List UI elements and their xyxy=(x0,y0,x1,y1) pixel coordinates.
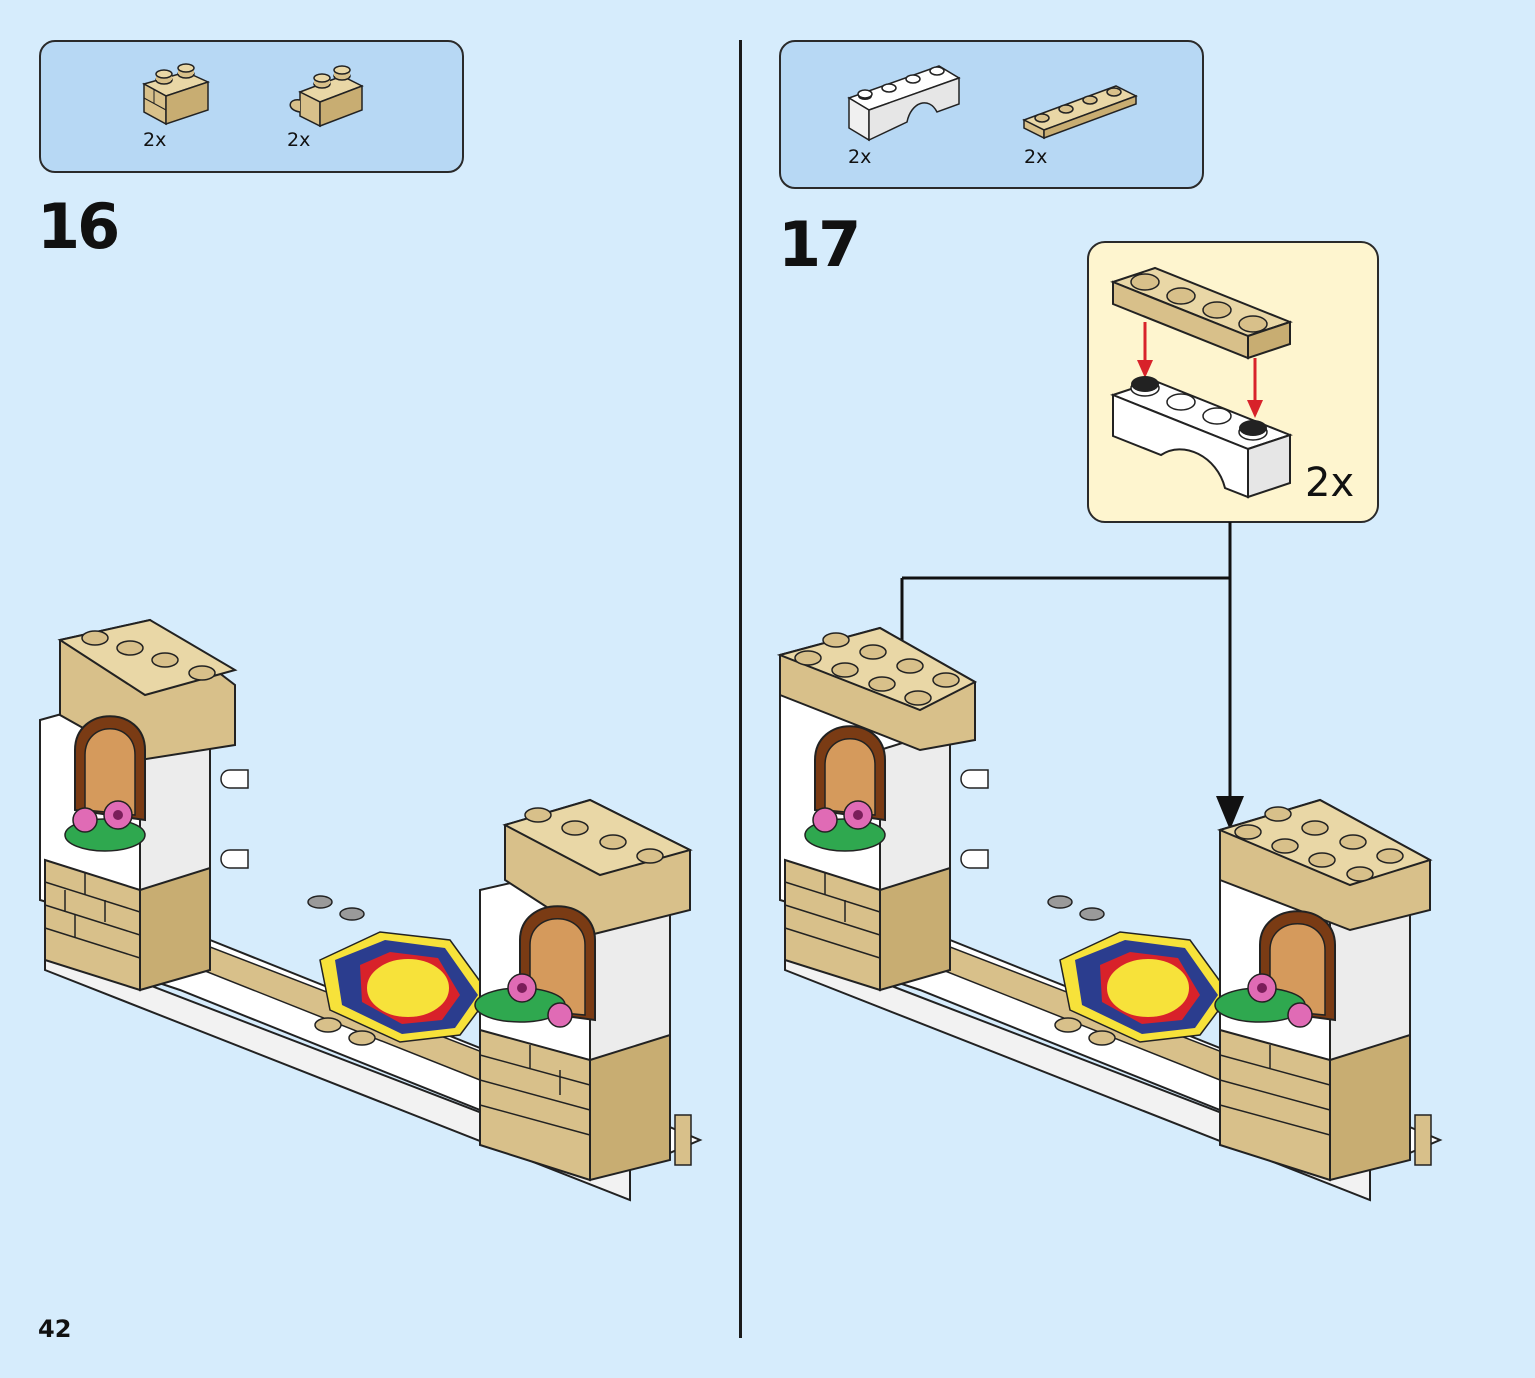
white-arch-1x4-icon xyxy=(847,65,961,142)
part-qty: 2x xyxy=(1024,146,1048,168)
tan-brick-1x2-with-clip-icon xyxy=(289,65,364,128)
build-model-step-17 xyxy=(776,626,1443,1202)
tan-plate-1x4-icon xyxy=(1022,85,1138,140)
part-qty: 2x xyxy=(848,146,872,168)
parts-list-step-17 xyxy=(779,40,1204,189)
step-divider xyxy=(739,40,742,1338)
page-number: 42 xyxy=(38,1315,72,1343)
step-number: 17 xyxy=(778,208,861,281)
sub-assembly-qty: 2x xyxy=(1305,460,1355,506)
build-model-step-16 xyxy=(39,618,703,1202)
tan-brick-1x2-with-masonry-icon xyxy=(142,63,211,126)
parts-list-step-16 xyxy=(39,40,464,173)
part-qty: 2x xyxy=(143,129,167,151)
sub-assembly-illustration xyxy=(1110,266,1293,499)
part-qty: 2x xyxy=(287,129,311,151)
step-number: 16 xyxy=(37,190,120,263)
